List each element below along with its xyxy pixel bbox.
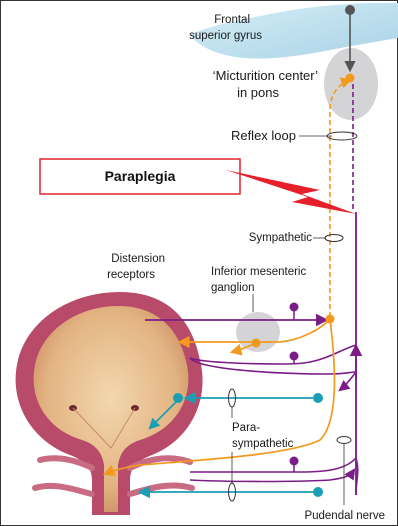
micturition-center-dot (346, 74, 355, 83)
sympathetic-label: Sympathetic (249, 232, 313, 244)
terminal-dot-1 (290, 303, 299, 312)
para-teal-dot-upper-left (173, 393, 183, 403)
pudendal-pointer-ellipse (337, 437, 351, 444)
pudendal-nerve-label: Pudendal nerve (304, 510, 385, 522)
sympathetic-efferent-return (190, 358, 356, 374)
para-label-line1: Para- (232, 422, 260, 434)
bladder-lumen (34, 306, 189, 512)
distension-label-line2: receptors (107, 269, 155, 281)
paraplegia-label: Paraplegia (105, 168, 176, 184)
sympathetic-efferent-arrow (340, 372, 356, 390)
frontal-label-line1: Frontal (214, 14, 250, 26)
micturition-label-line1: ‘Micturition center’ (213, 68, 318, 83)
pons-oval (324, 48, 378, 120)
cortex-neuron-dot (345, 5, 355, 15)
ganglion-label-line1: Inferior mesenteric (211, 266, 306, 278)
micturition-label-line2: in pons (237, 85, 279, 100)
pudendal-efferent-upper (190, 458, 356, 472)
para-teal-dot-lower-right (313, 487, 323, 497)
lightning-bolt-icon (226, 170, 356, 214)
terminal-dot-2 (290, 352, 299, 361)
terminal-dot-3 (290, 457, 299, 466)
frontal-label-line2: superior gyrus (189, 30, 262, 42)
ganglion-label-line2: ganglion (211, 282, 254, 294)
distension-label-line1: Distension (111, 253, 165, 265)
reflex-loop-label: Reflex loop (231, 128, 296, 143)
sympathetic-ellipse (325, 235, 343, 242)
para-teal-dot-upper-right (313, 393, 323, 403)
sympathetic-efferent-1 (190, 345, 356, 364)
para-label-line2: sympathetic (232, 438, 294, 450)
